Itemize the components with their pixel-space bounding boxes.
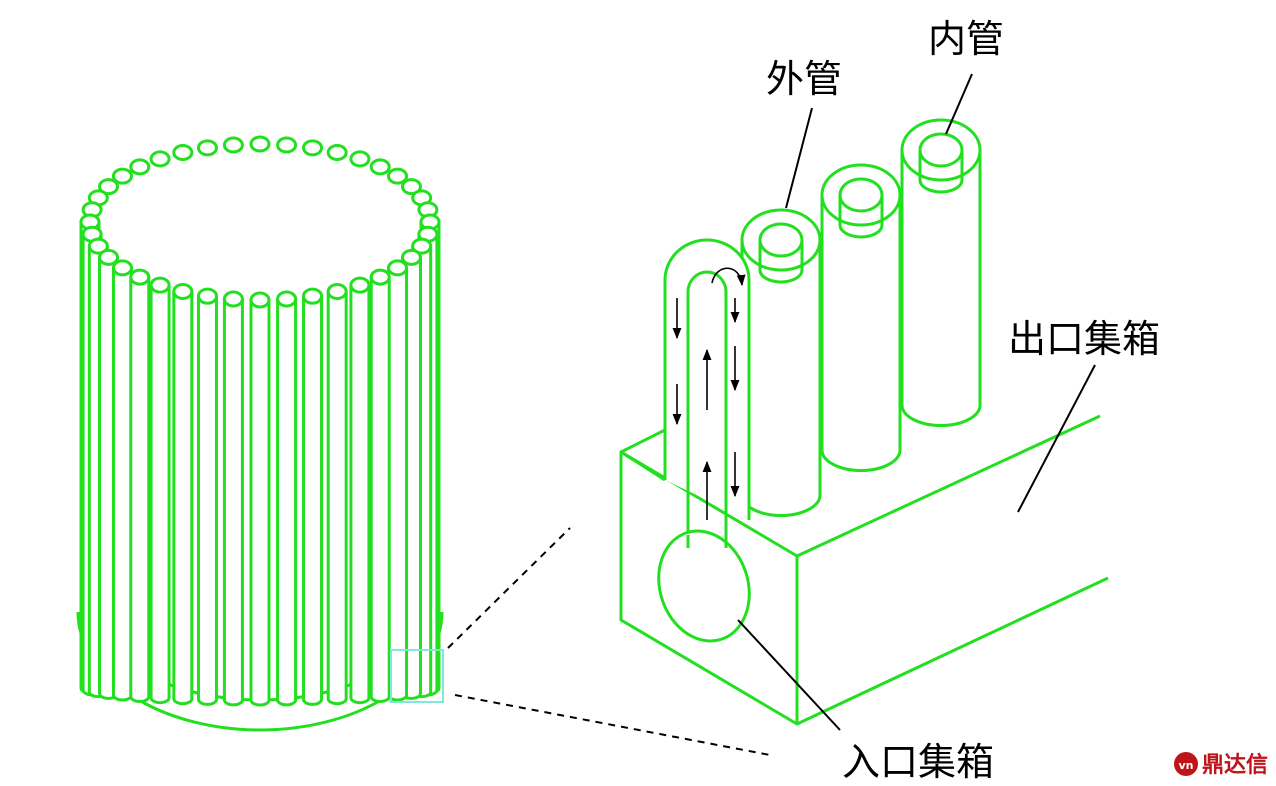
tube-cap-front [411,237,433,255]
tube-front [276,299,298,707]
coaxial-tube-3 [900,118,982,428]
tube-cap-back [196,139,218,157]
outer-tube [740,208,822,518]
tube-cap-front [249,291,271,309]
tube-cap-front [129,268,151,286]
tube-cap-back [149,150,171,168]
tube-cap-back [349,150,371,168]
tube-cap-back [387,167,409,185]
outlet-header-label: 出口集箱 [1008,317,1160,361]
detail-selection-box [390,649,444,703]
zoom-line-lower [454,694,771,756]
tube-cap-front [387,259,409,277]
tube-cap-back [326,144,348,162]
tube-front [172,291,194,706]
tube-front [111,267,133,702]
tube-cap-front [369,268,391,286]
tube-cap-front [87,237,109,255]
tube-cap-back [369,158,391,176]
tube-cap-back [276,136,298,154]
tube-front [149,285,171,705]
outer-tube-label: 外管 [766,57,842,101]
tube-cap-front [98,248,120,266]
tube-bundle-cylinder [76,135,444,732]
tube-front [249,300,271,707]
detail-view [619,118,1109,726]
tube-cap-front [149,276,171,294]
tube-cap-back [129,158,151,176]
tube-front [302,296,324,706]
tube-front [369,277,391,703]
logo-icon [1174,752,1198,776]
flow-arrows [672,267,746,520]
tube-cap-front [349,276,371,294]
watermark: vn 鼎达信 [1174,752,1268,778]
inner-tube-label: 内管 [928,17,1004,61]
tube-cap-front [400,248,422,266]
tube-cap-front [302,287,324,305]
tube-cap-front [222,290,244,308]
tube-front [349,285,371,705]
inlet-header-label: 入口集箱 [842,740,994,784]
tube-cap-back [222,136,244,154]
tube-cap-front [326,282,348,300]
tube-cap-back [249,135,271,153]
tube-cap-front [196,287,218,305]
tube-front [129,277,151,703]
tube-cap-front [111,259,133,277]
tube-cap-back [98,178,120,196]
tube-cap-back [400,178,422,196]
tube-front [222,299,244,707]
svg-text:vn: vn [1178,759,1193,772]
tube-cap-back [172,144,194,162]
tube-cap-front [276,290,298,308]
tube-cap-back [302,139,324,157]
inlet-opening [657,529,751,643]
tube-front [326,291,348,706]
coaxial-tube-2 [820,163,902,473]
tube-front [387,267,409,702]
zoom-line-upper [447,527,571,649]
watermark-text: 鼎达信 [1202,752,1268,778]
leader-lines [737,73,1096,731]
tube-cap-front [172,282,194,300]
tube-front [196,296,218,706]
tube-cap-back [111,167,133,185]
